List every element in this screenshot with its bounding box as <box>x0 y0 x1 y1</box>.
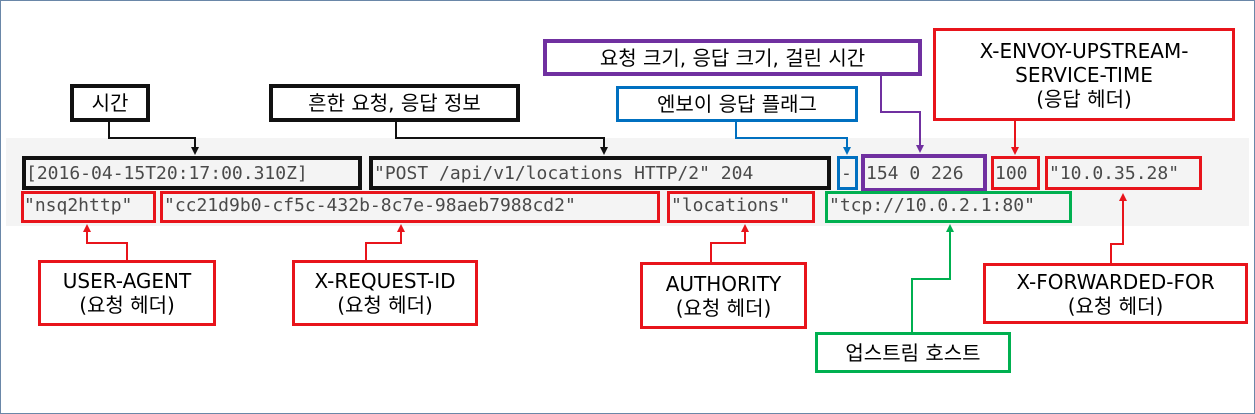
upstream-time-label: X-ENVOY-UPSTREAM- SERVICE-TIME (응답 헤더) <box>933 28 1235 121</box>
log-user-agent: "nsq2http" <box>24 195 133 216</box>
upstream-host-arrow <box>911 224 954 332</box>
upstream-host-label: 업스트림 호스트 <box>815 332 1011 373</box>
sizes-highlight <box>861 154 987 192</box>
authority-arrow <box>710 224 749 262</box>
user-agent-label: USER-AGENT (요청 헤더) <box>38 260 216 326</box>
user-agent-arrow <box>83 224 128 260</box>
log-request-id: "cc21d9b0-cf5c-432b-8c7e-98aeb7988cd2" <box>164 195 576 216</box>
request-id-label: X-REQUEST-ID (요청 헤더) <box>292 260 478 326</box>
time-label: 시간 <box>70 84 150 122</box>
flags-arrow <box>735 122 851 155</box>
log-request: "POST /api/v1/locations HTTP/2" 204 <box>374 163 754 184</box>
flags-highlight <box>837 156 858 190</box>
authority-label: AUTHORITY (요청 헤더) <box>640 262 807 329</box>
authority-highlight <box>667 191 815 223</box>
forwarded-for-label: X-FORWARDED-FOR (요청 헤더) <box>983 263 1248 324</box>
log-forwarded-for: "10.0.35.28" <box>1049 163 1180 184</box>
common-info-highlight <box>369 156 831 190</box>
log-sizes: 154 0 226 <box>866 163 964 184</box>
log-flags: - <box>841 163 852 184</box>
forwarded-for-highlight <box>1045 156 1202 190</box>
user-agent-highlight <box>21 191 156 223</box>
upstream-host-highlight <box>825 191 1072 223</box>
log-authority: "locations" <box>671 195 791 216</box>
forwarded-for-arrow <box>1110 193 1127 263</box>
common-info-label: 흔한 요청, 응답 정보 <box>269 84 520 122</box>
request-id-highlight <box>160 191 660 223</box>
common-arrow <box>395 122 608 155</box>
sizes-label: 요청 크기, 응답 크기, 걸린 시간 <box>543 39 922 76</box>
sizes-arrow <box>880 76 924 153</box>
flags-label: 엔보이 응답 플래그 <box>616 86 858 122</box>
request-id-arrow <box>365 224 405 260</box>
log-upstream-time: 100 <box>995 163 1028 184</box>
upstream-time-highlight <box>991 156 1040 190</box>
log-strip <box>6 138 1249 226</box>
log-upstream-host: "tcp://10.0.2.1:80" <box>829 195 1035 216</box>
time-highlight <box>22 156 362 190</box>
time-arrow <box>108 122 199 155</box>
log-time: [2016-04-15T20:17:00.310Z] <box>26 163 308 184</box>
